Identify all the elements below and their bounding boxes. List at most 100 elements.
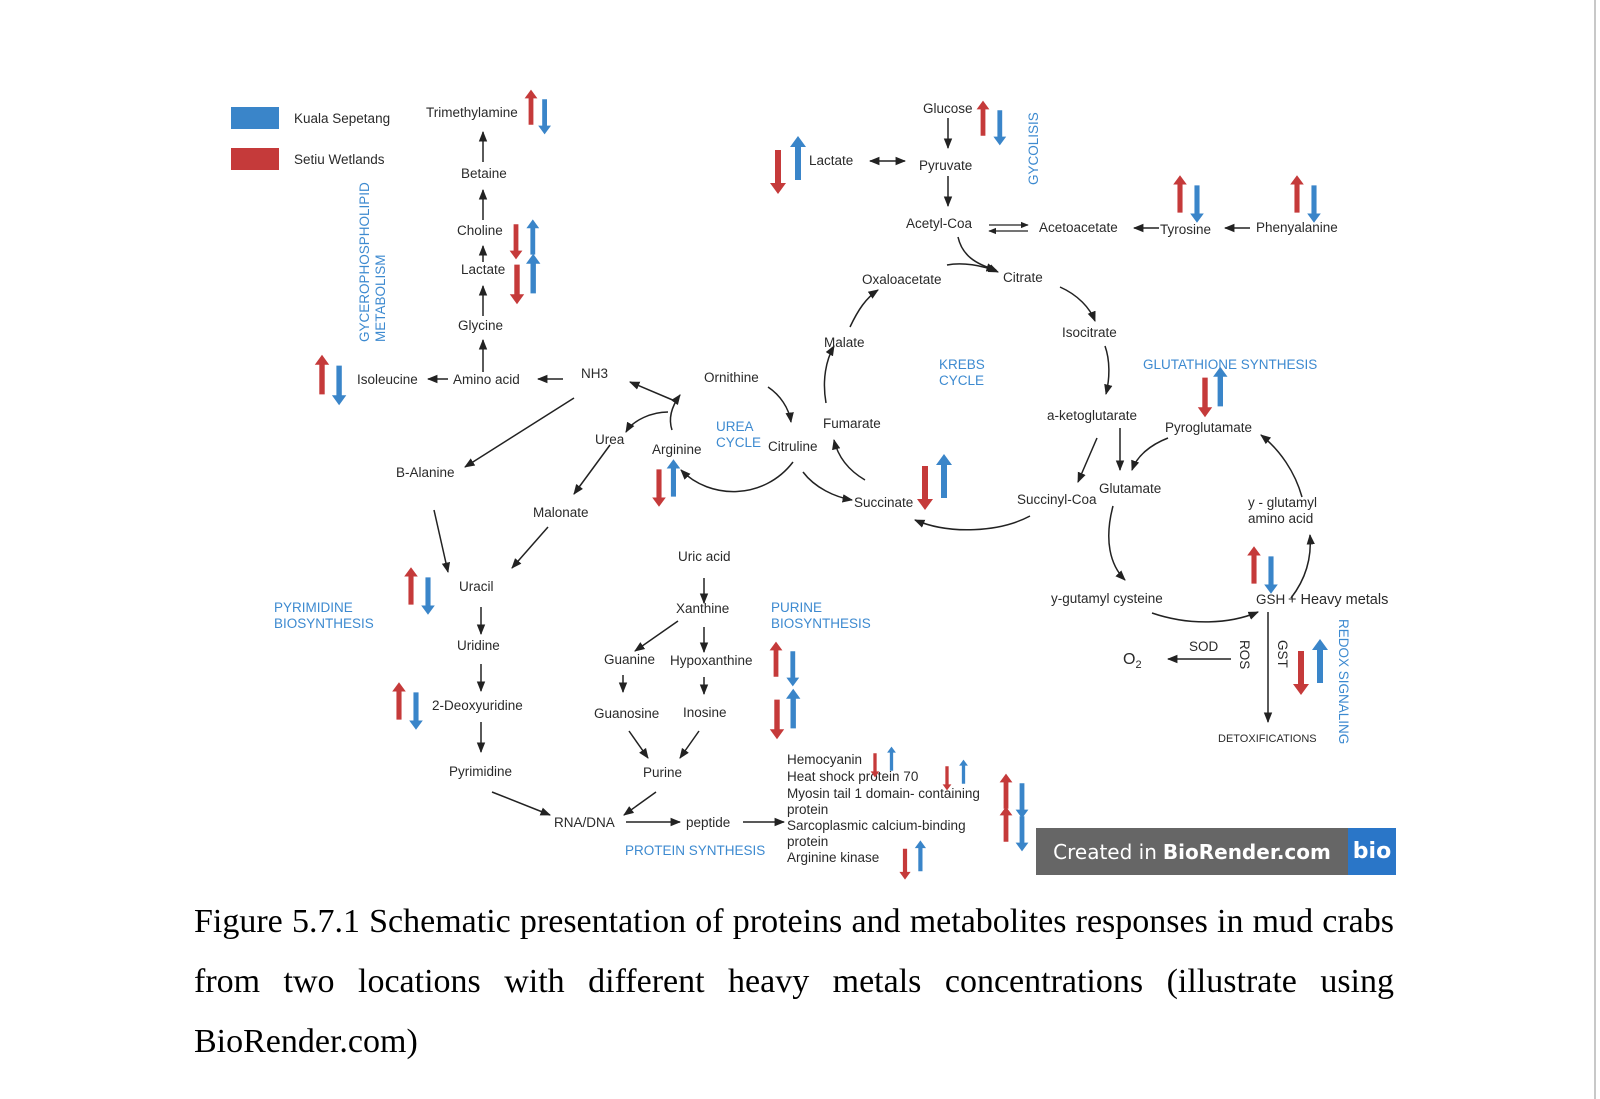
pathway-krebs-line1: KREBS [939,357,985,372]
biorender-logo-icon: bio [1348,828,1396,875]
node-sod: SOD [1189,639,1219,654]
node-a-ketoglutarate: a-ketoglutarate [1047,408,1137,423]
regulation-succinate [917,454,952,510]
node-guanine: Guanine [604,652,655,667]
regulation-tyrosine [1173,175,1204,223]
node-betaine: Betaine [461,166,507,181]
protein-sarcoplasmic-line1: Sarcoplasmic calcium-binding [787,818,966,833]
node-purine: Purine [643,765,682,780]
node-glycine: Glycine [458,318,503,333]
pathway-glycerophospholipid-line1: GYCEROPHOSPHOLIPID [357,182,372,342]
protein-myosin-tail-line2: protein [787,802,828,817]
blue-down-arrow-icon [1015,816,1029,852]
regulation-glutathione [1197,366,1228,418]
node-oxaloacetate: Oxaloacetate [862,272,942,287]
pathway-urea-line1: UREA [716,419,754,434]
blue-down-arrow-icon [1264,556,1278,594]
blue-up-arrow-icon [936,454,952,498]
red-down-arrow-icon [652,469,666,507]
blue-down-arrow-icon [331,365,347,406]
node-pyroglutamate: Pyroglutamate [1165,420,1252,435]
node-citruline: Citruline [768,439,818,454]
node-heavy-metals: + Heavy metals [1288,592,1388,608]
node-choline: Choline [457,223,503,238]
node-succinate: Succinate [854,495,913,510]
node-pyrimidine: Pyrimidine [449,764,512,779]
blue-up-arrow-icon [959,759,968,784]
node-glutamate: Glutamate [1099,481,1161,496]
regulation-arginine-kinase [899,840,926,880]
legend-label-kuala-sepetang: Kuala Sepetang [294,111,390,126]
red-up-arrow-icon [999,806,1013,842]
pathway-protein: PROTEIN SYNTHESIS [625,843,765,858]
badge-prefix: Created in [1053,839,1157,864]
pathway-pyrimidine-line2: BIOSYNTHESIS [274,616,374,631]
metabolite-labels: Trimethylamine Betaine Choline Lactate G… [357,101,1388,830]
red-down-arrow-icon [770,150,786,194]
node-acetyl-coa: Acetyl-Coa [906,216,973,231]
regulation-hemocyanin [870,746,896,778]
blue-up-arrow-icon [1312,639,1328,683]
blue-down-arrow-icon [993,110,1007,146]
node-citrate: Citrate [1003,270,1043,285]
node-gsh: GSH [1256,592,1285,607]
blue-down-arrow-icon [1015,783,1029,819]
red-down-arrow-icon [917,466,933,510]
red-down-arrow-icon [769,699,785,740]
node-uracil: Uracil [459,579,494,594]
node-trimethylamine: Trimethylamine [426,105,518,120]
protein-heat-shock-70: Heat shock protein 70 [787,769,918,784]
red-up-arrow-icon [1247,546,1261,584]
regulation-uracil [404,567,435,615]
node-malate: Malate [824,335,865,350]
regulation-deoxyuridine [392,682,423,730]
red-down-arrow-icon [509,264,525,305]
protein-hemocyanin: Hemocyanin [787,752,862,767]
page-edge-divider [1594,0,1596,1099]
regulation-gsh [1247,546,1278,594]
red-up-arrow-icon [524,89,538,125]
node-peptide: peptide [686,815,730,830]
blue-up-arrow-icon [666,459,681,497]
blue-down-arrow-icon [1307,185,1321,223]
red-down-arrow-icon [509,224,523,260]
pathway-glycerophospholipid-line2: METABOLISM [373,254,388,342]
regulation-lactate [770,136,806,194]
node-ros: ROS [1237,640,1252,669]
pathway-urea-line2: CYCLE [716,435,761,450]
protein-myosin-tail-line1: Myosin tail 1 domain- containing [787,786,980,801]
node-hypoxanthine: Hypoxanthine [670,653,753,668]
red-up-arrow-icon [314,354,330,395]
node-succinyl-coa: Succinyl-Coa [1017,492,1097,507]
node-tyrosine: Tyrosine [1160,222,1211,237]
red-up-arrow-icon [999,773,1013,809]
blue-down-arrow-icon [538,99,551,135]
node-fumarate: Fumarate [823,416,881,431]
regulation-glucose [976,100,1007,146]
node-lactate-gp: Lactate [461,262,505,277]
red-down-arrow-icon [870,753,880,778]
node-o2: O2 [1123,651,1142,671]
regulation-trimethylamine [524,89,551,135]
regulation-choline [509,219,540,260]
red-down-arrow-icon [1293,651,1309,695]
node-b-alanine: B-Alanine [396,465,455,480]
blue-down-arrow-icon [1190,185,1204,223]
regulation-gst [1293,639,1328,695]
legend: Kuala Sepetang Setiu Wetlands [231,107,390,170]
red-down-arrow-icon [942,766,952,791]
regulation-phenyalanine [1290,175,1321,223]
node-amino-acid: Amino acid [453,372,520,387]
legend-swatch-setiu-wetlands [231,148,279,170]
blue-up-arrow-icon [526,253,541,294]
node-y-glutamyl-amino-acid-line1: y - glutamyl [1248,495,1317,510]
node-guanosine: Guanosine [594,706,659,721]
regulation-isoleucine [314,354,347,406]
node-nh3: NH3 [581,366,608,381]
blue-up-arrow-icon [887,746,896,771]
pathway-pyrimidine-line1: PYRIMIDINE [274,600,353,615]
legend-swatch-kuala-sepetang [231,107,279,129]
red-down-arrow-icon [1197,377,1213,418]
